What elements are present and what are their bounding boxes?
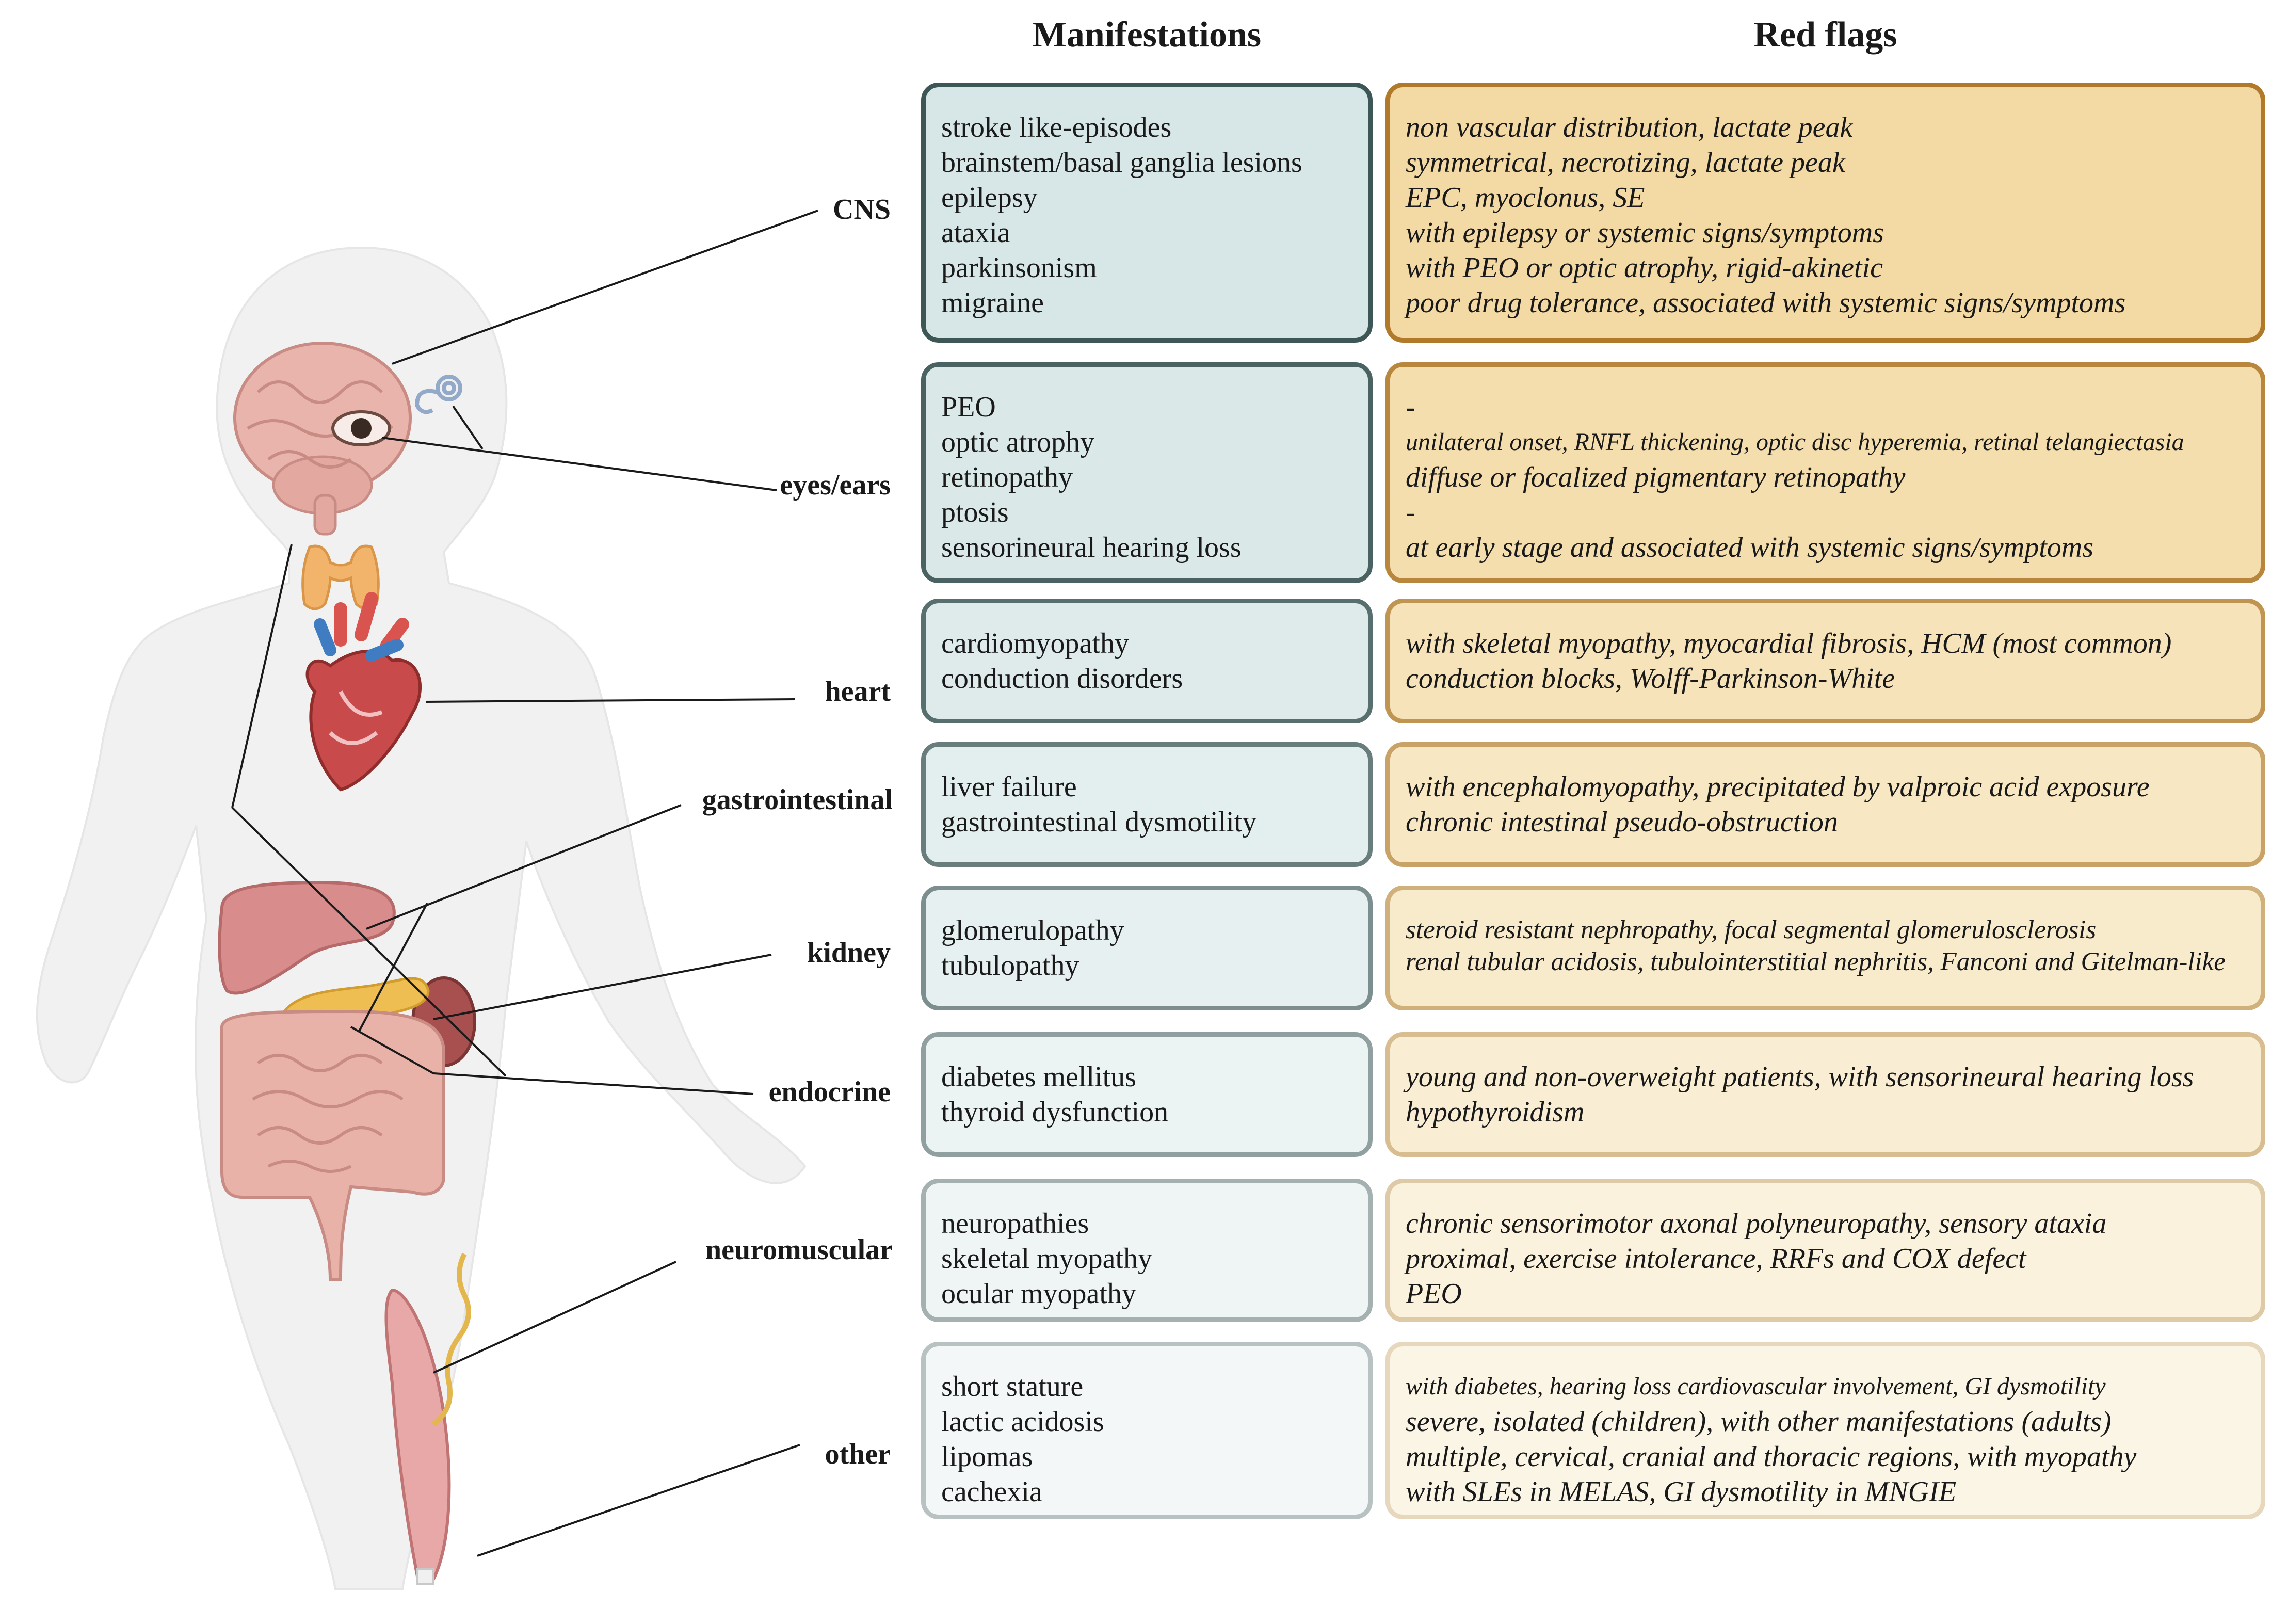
red-flag-item: -: [1406, 391, 1415, 423]
red-flag-item: with skeletal myopathy, myocardial fibro…: [1406, 628, 2172, 660]
manifestation-item: glomerulopathy: [941, 914, 1124, 946]
red-flags-box-eyes-ears: - unilateral onset, RNFL thickening, opt…: [1385, 362, 2265, 583]
red-flag-item: young and non-overweight patients, with …: [1406, 1061, 2194, 1093]
red-flag-item: PEO: [1406, 1278, 1462, 1310]
thyroid-icon: [301, 544, 380, 610]
red-flag-item: severe, isolated (children), with other …: [1406, 1406, 2112, 1438]
red-flags-header: Red flags: [1753, 15, 1897, 55]
manifestations-box-gastrointestinal: liver failure gastrointestinal dysmotili…: [921, 742, 1373, 867]
red-flag-item: hypothyroidism: [1406, 1096, 1585, 1128]
manifestation-item: ptosis: [941, 496, 1009, 528]
manifestation-item: epilepsy: [941, 182, 1038, 214]
red-flag-item: non vascular distribution, lactate peak: [1406, 111, 1853, 143]
manifestation-item: cachexia: [941, 1476, 1042, 1508]
body-silhouette: [36, 246, 807, 1590]
red-flag-item: renal tubular acidosis, tubulointerstiti…: [1406, 947, 2226, 976]
red-flag-item: at early stage and associated with syste…: [1406, 532, 2094, 564]
manifestation-item: tubulopathy: [941, 950, 1079, 982]
manifestations-box-cns: stroke like-episodes brainstem/basal gan…: [921, 83, 1373, 343]
nerve-icon: [431, 1252, 471, 1426]
label-endocrine: endocrine: [768, 1076, 891, 1108]
eye-icon: [331, 410, 391, 446]
manifestations-box-kidney: glomerulopathy tubulopathy: [921, 886, 1373, 1010]
label-heart: heart: [825, 676, 891, 708]
leader-lines: [231, 210, 818, 1557]
red-flag-item: -: [1406, 496, 1415, 528]
manifestation-item: thyroid dysfunction: [941, 1096, 1169, 1128]
red-flag-item: multiple, cervical, cranial and thoracic…: [1406, 1441, 2137, 1473]
manifestation-item: optic atrophy: [941, 426, 1095, 458]
manifestation-item: brainstem/basal ganglia lesions: [941, 147, 1302, 179]
manifestation-item: neuropathies: [941, 1208, 1089, 1240]
red-flags-box-endocrine: young and non-overweight patients, with …: [1385, 1032, 2265, 1157]
red-flag-item: chronic intestinal pseudo-obstruction: [1406, 806, 1838, 838]
manifestation-item: PEO: [941, 391, 996, 423]
red-flag-item: steroid resistant nephropathy, focal seg…: [1406, 915, 2097, 944]
red-flag-item: EPC, myoclonus, SE: [1406, 182, 1645, 214]
manifestation-item: gastrointestinal dysmotility: [941, 806, 1257, 838]
manifestation-item: short stature: [941, 1371, 1084, 1403]
label-other: other: [825, 1438, 891, 1470]
manifestation-item: cardiomyopathy: [941, 628, 1129, 660]
red-flags-box-neuromuscular: chronic sensorimotor axonal polyneuropat…: [1385, 1179, 2265, 1322]
manifestation-item: migraine: [941, 287, 1044, 319]
red-flags-box-cns: non vascular distribution, lactate peak …: [1385, 83, 2265, 343]
red-flag-item: with PEO or optic atrophy, rigid-akineti…: [1406, 252, 1883, 284]
manifestation-item: ocular myopathy: [941, 1278, 1136, 1310]
label-kidney: kidney: [807, 937, 891, 969]
red-flags-box-other: with diabetes, hearing loss cardiovascul…: [1385, 1342, 2265, 1519]
red-flag-item: with SLEs in MELAS, GI dysmotility in MN…: [1406, 1476, 1957, 1508]
red-flag-item: poor drug tolerance, associated with sys…: [1406, 287, 2126, 319]
manifestation-item: parkinsonism: [941, 252, 1097, 284]
manifestation-item: skeletal myopathy: [941, 1243, 1153, 1275]
red-flags-box-kidney: steroid resistant nephropathy, focal seg…: [1385, 886, 2265, 1010]
manifestation-item: lactic acidosis: [941, 1406, 1104, 1438]
liver-icon: [218, 880, 396, 995]
label-eyes-ears: eyes/ears: [780, 469, 891, 501]
label-neuromuscular: neuromuscular: [705, 1234, 893, 1266]
manifestation-item: diabetes mellitus: [941, 1061, 1136, 1093]
red-flag-item: with diabetes, hearing loss cardiovascul…: [1406, 1373, 2106, 1400]
manifestation-item: liver failure: [941, 771, 1077, 803]
manifestations-box-eyes-ears: PEO optic atrophy retinopathy ptosis sen…: [921, 362, 1373, 583]
manifestations-box-neuromuscular: neuropathies skeletal myopathy ocular my…: [921, 1179, 1373, 1322]
label-cns: CNS: [832, 194, 891, 226]
manifestation-item: sensorineural hearing loss: [941, 532, 1242, 564]
red-flag-item: unilateral onset, RNFL thickening, optic…: [1406, 428, 2184, 456]
red-flag-item: with epilepsy or systemic signs/symptoms: [1406, 217, 1884, 249]
manifestations-box-heart: cardiomyopathy conduction disorders: [921, 599, 1373, 723]
manifestation-item: stroke like-episodes: [941, 111, 1172, 143]
manifestation-item: ataxia: [941, 217, 1010, 249]
heart-icon: [305, 592, 422, 792]
manifestation-item: lipomas: [941, 1441, 1033, 1473]
red-flag-item: conduction blocks, Wolff-Parkinson-White: [1406, 663, 1895, 695]
red-flag-item: diffuse or focalized pigmentary retinopa…: [1406, 461, 1906, 493]
red-flags-box-gastrointestinal: with encephalomyopathy, precipitated by …: [1385, 742, 2265, 867]
label-gastrointestinal: gastrointestinal: [702, 784, 893, 816]
muscle-icon: [384, 1288, 451, 1585]
manifestations-box-other: short stature lactic acidosis lipomas ca…: [921, 1342, 1373, 1519]
intestines-icon: [220, 1009, 445, 1281]
red-flag-item: chronic sensorimotor axonal polyneuropat…: [1406, 1208, 2107, 1240]
red-flag-item: symmetrical, necrotizing, lactate peak: [1406, 147, 1845, 179]
cochlea-icon: [414, 375, 462, 414]
red-flag-item: with encephalomyopathy, precipitated by …: [1406, 771, 2150, 803]
manifestations-box-endocrine: diabetes mellitus thyroid dysfunction: [921, 1032, 1373, 1157]
red-flag-item: proximal, exercise intolerance, RRFs and…: [1406, 1243, 2026, 1275]
red-flags-box-heart: with skeletal myopathy, myocardial fibro…: [1385, 599, 2265, 723]
manifestations-header: Manifestations: [1032, 15, 1262, 55]
manifestation-item: retinopathy: [941, 461, 1073, 493]
manifestation-item: conduction disorders: [941, 663, 1183, 695]
